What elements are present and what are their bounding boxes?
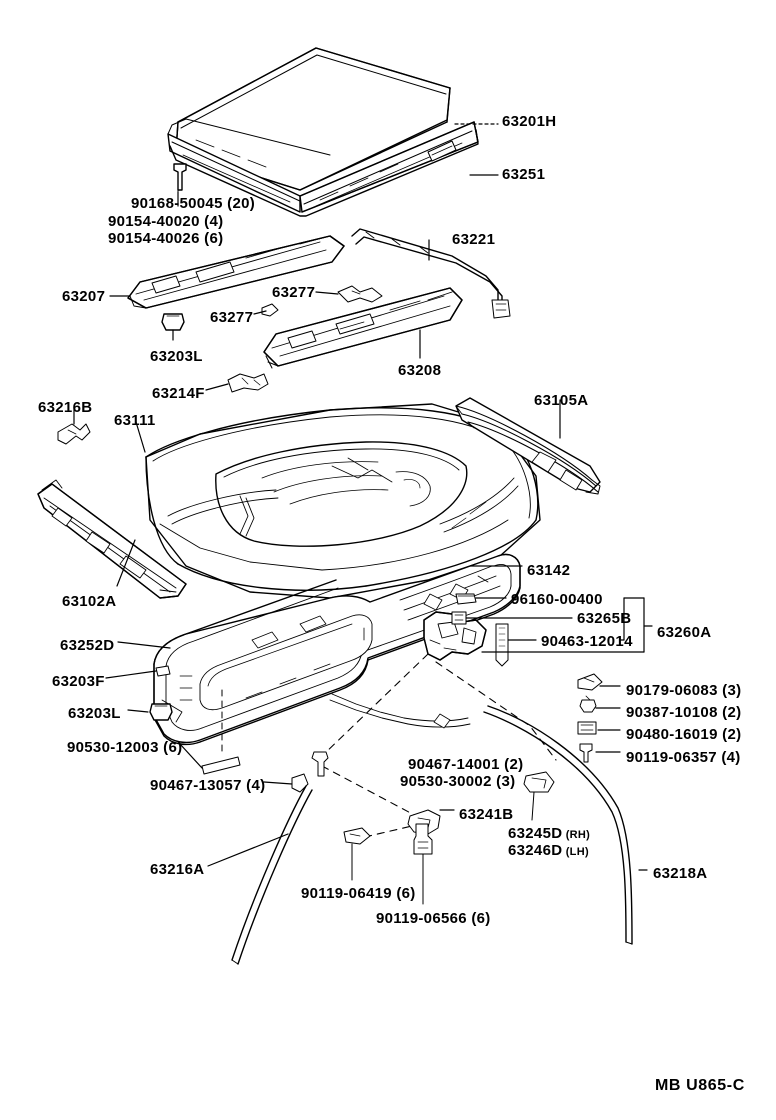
part-label-90119-06357-4: 90119-06357 (4)	[626, 749, 741, 766]
part-weatherstrip-63216A	[231, 785, 313, 965]
part-label-63251: 63251	[502, 166, 546, 183]
leader-dashed-lines	[321, 653, 557, 841]
part-label-90154-40026-6: 90154-40026 (6)	[108, 230, 224, 247]
part-label-90179-06083-3: 90179-06083 (3)	[626, 682, 742, 699]
part-label-63218a: 63218A	[653, 865, 708, 882]
part-label-96160-00400: 96160-00400	[511, 591, 603, 608]
part-label-90467-14001-2: 90467-14001 (2)	[408, 756, 524, 773]
sheet-code: MB U865-C	[655, 1077, 745, 1094]
part-label-63203f: 63203F	[52, 673, 105, 690]
part-label-90463-12014: 90463-12014	[541, 633, 633, 650]
part-label-63221: 63221	[452, 231, 496, 248]
part-front-header-63102A	[37, 479, 187, 599]
part-label-63265b: 63265B	[577, 610, 632, 627]
part-label-90119-06566-6: 90119-06566 (6)	[376, 910, 491, 927]
part-housing-frame-63142-63252D	[153, 553, 521, 746]
part-label-90530-30002-3: 90530-30002 (3)	[400, 773, 516, 790]
part-clip-90467-13057	[291, 773, 309, 793]
part-label-63214f: 63214F	[152, 385, 205, 402]
part-label-90387-10108-2: 90387-10108 (2)	[626, 704, 742, 721]
part-bolt-90119-06419	[343, 827, 371, 881]
part-label-63245d: 63245D (RH)	[508, 825, 591, 842]
part-label-63277: 63277	[272, 284, 316, 301]
part-label-63105a: 63105A	[534, 392, 589, 409]
part-label-63201h: 63201H	[502, 113, 557, 130]
part-label-63203l: 63203L	[68, 705, 121, 722]
part-label-63102a: 63102A	[62, 593, 117, 610]
part-label-63246d: 63246D (LH)	[508, 842, 589, 859]
part-bracket-63214F	[227, 373, 269, 393]
part-label-90168-50045-20: 90168-50045 (20)	[131, 195, 256, 212]
part-clip-63203F	[155, 665, 171, 677]
part-bracket-63245D-63246D	[523, 771, 555, 821]
part-label-63207: 63207	[62, 288, 106, 305]
part-guide-rail-63207	[127, 235, 345, 309]
part-label-63252d: 63252D	[60, 637, 115, 654]
part-label-63241b: 63241B	[459, 806, 514, 823]
part-label-90467-13057-4: 90467-13057 (4)	[150, 777, 266, 794]
part-label-90530-12003-6: 90530-12003 (6)	[67, 739, 183, 756]
part-label-63203l: 63203L	[150, 348, 203, 365]
part-label-63216b: 63216B	[38, 399, 93, 416]
part-label-63216a: 63216A	[150, 861, 205, 878]
part-drive-cable-63221	[351, 228, 511, 319]
part-weatherstrip-63218A	[483, 705, 633, 945]
part-label-63111: 63111	[114, 412, 156, 429]
part-label-90480-16019-2: 90480-16019 (2)	[626, 726, 742, 743]
part-label-90154-40020-4: 90154-40020 (4)	[108, 213, 224, 230]
part-clip-90467-14001	[311, 751, 329, 777]
part-nut-63203L-lower	[149, 703, 173, 721]
leader-lines	[73, 123, 653, 871]
part-shoe-63277-lower	[261, 303, 279, 317]
part-bolt-90119-06566	[413, 823, 433, 905]
part-label-63208: 63208	[398, 362, 442, 379]
part-pad-90530-12003	[201, 689, 241, 775]
part-guide-rail-63208	[263, 287, 463, 369]
part-motor-assy-63260A	[423, 593, 603, 763]
part-shoe-63277-upper	[337, 285, 383, 303]
part-sunroof-housing-63251	[167, 118, 479, 217]
part-label-63142: 63142	[527, 562, 571, 579]
part-rear-header-63105A	[455, 397, 601, 495]
part-label-63277: 63277	[210, 309, 254, 326]
part-label-63260a: 63260A	[657, 624, 712, 641]
part-roof-panel-63111	[145, 403, 541, 599]
part-label-90119-06419-6: 90119-06419 (6)	[301, 885, 416, 902]
